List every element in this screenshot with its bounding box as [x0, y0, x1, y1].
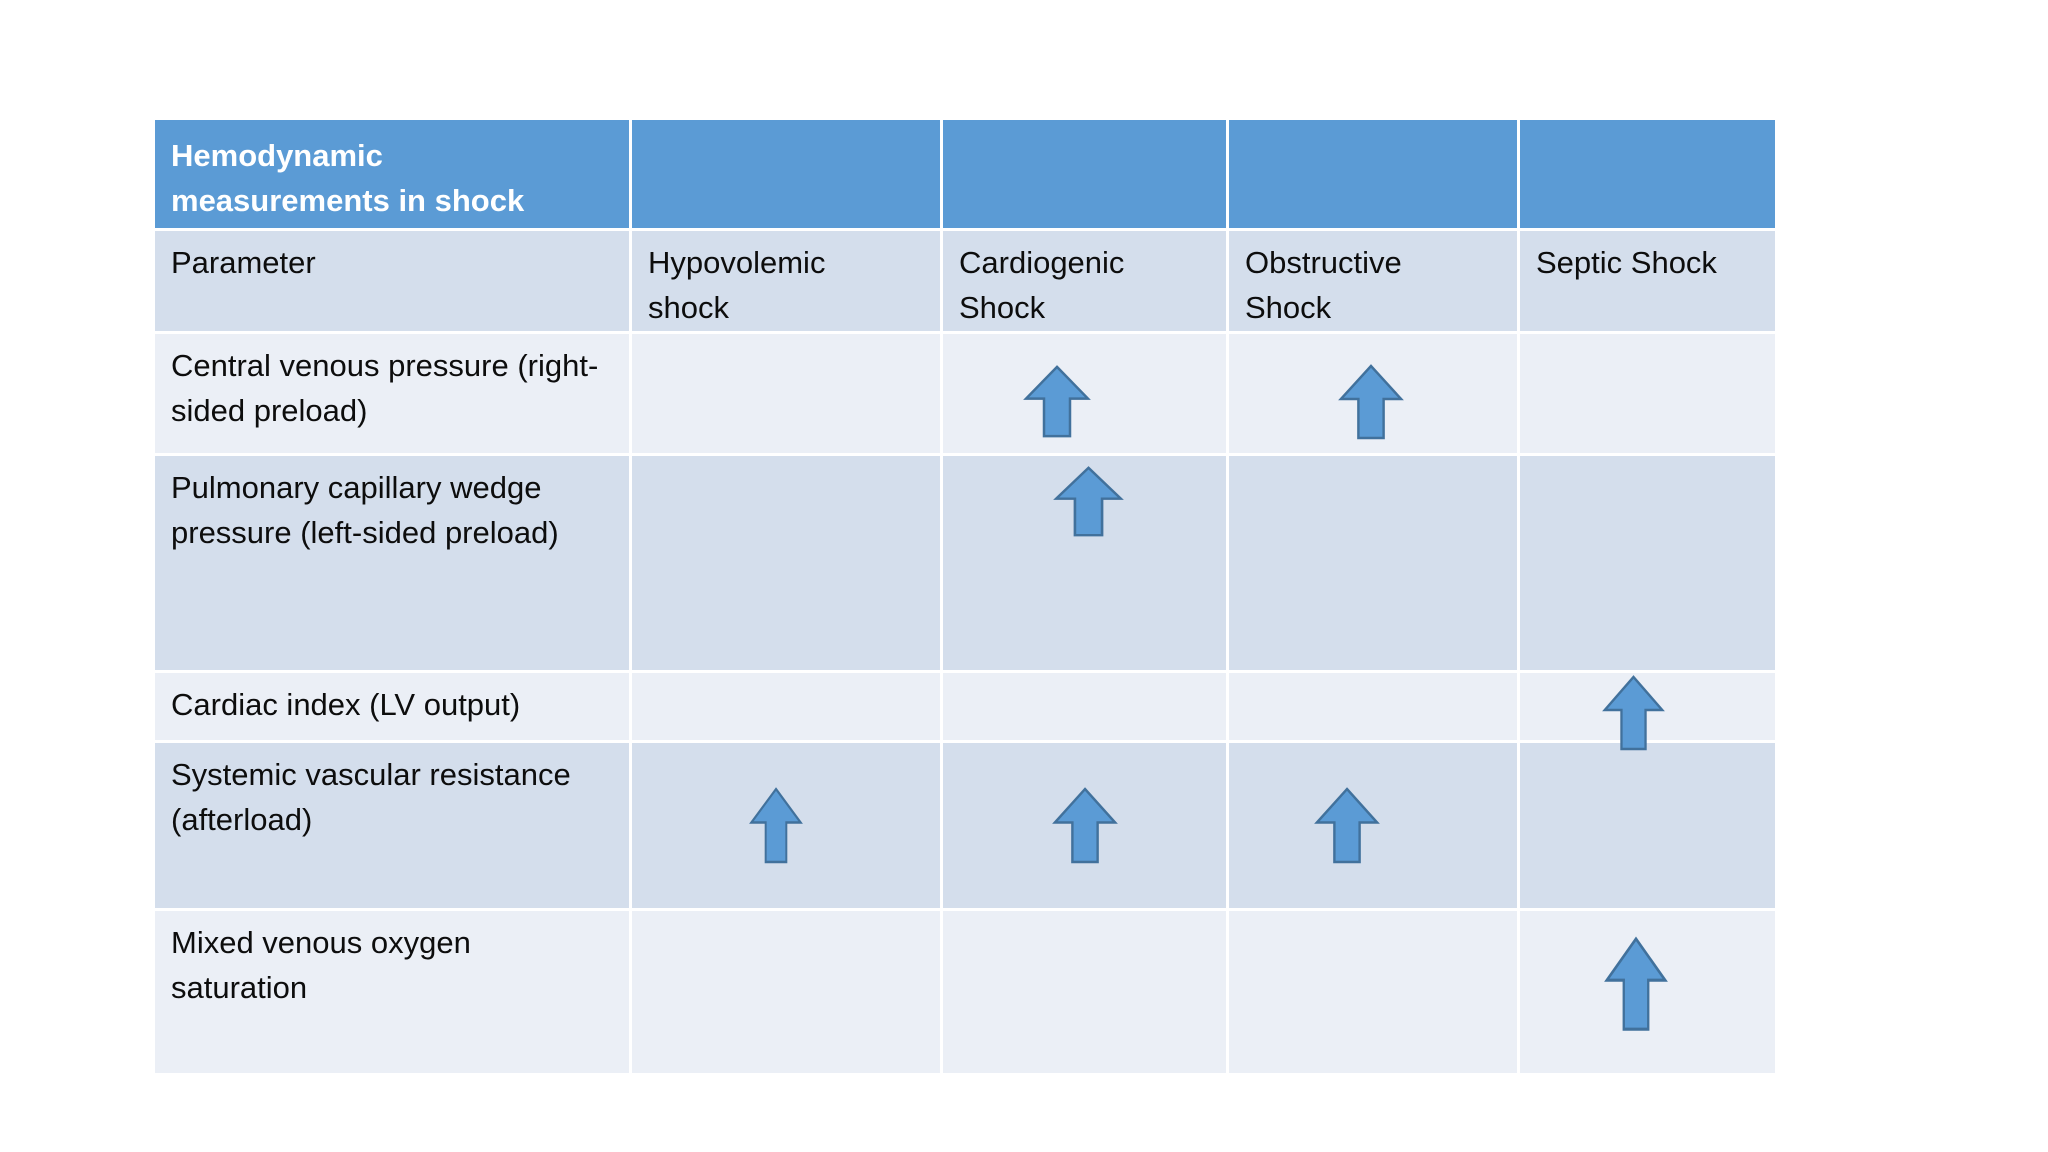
table-title-cell: Hemodynamic measurements in shock	[155, 120, 629, 228]
up-arrow-icon	[1603, 936, 1668, 1031]
cell-svr-cardiogenic	[943, 743, 1226, 908]
cell-mixed-venous-obstructive	[1229, 911, 1517, 1073]
up-arrow-icon	[1338, 363, 1404, 439]
cell-pcwp-obstructive	[1229, 456, 1517, 670]
cell-svr-hypovolemic	[632, 743, 940, 908]
col-header-parameter-label: Parameter	[171, 245, 316, 280]
row-label-pulmonary-capillary-wedge-pressure: Pulmonary capillary wedge pressure (left…	[155, 456, 629, 670]
col-header-septic-shock: Septic Shock	[1520, 231, 1775, 331]
table-title: Hemodynamic measurements in shock	[171, 138, 525, 218]
cell-cvp-obstructive	[1229, 334, 1517, 453]
cell-pcwp-cardiogenic	[943, 456, 1226, 670]
cell-cardiac-index-septic	[1520, 673, 1775, 750]
header-spacer-cell-hypovolemic	[632, 120, 940, 228]
header-spacer-cell-septic	[1520, 120, 1775, 228]
up-arrow-icon	[749, 787, 803, 864]
row-label-text: Mixed venous oxygen saturation	[171, 925, 471, 1005]
up-arrow-icon	[1053, 465, 1124, 536]
cell-mixed-venous-septic	[1520, 911, 1775, 1073]
cell-cvp-cardiogenic	[943, 334, 1226, 453]
up-arrow-icon	[1022, 365, 1091, 438]
col-header-septic-label: Septic Shock	[1536, 245, 1717, 280]
col-header-cardiogenic-shock: Cardiogenic Shock	[943, 231, 1226, 331]
header-spacer-cell-cardiogenic	[943, 120, 1226, 228]
row-label-mixed-venous-oxygen-saturation: Mixed venous oxygen saturation	[155, 911, 629, 1073]
up-arrow-icon	[1314, 787, 1380, 864]
up-arrow-icon	[1051, 787, 1118, 864]
row-label-text: Central venous pressure (right-sided pre…	[171, 348, 599, 428]
cell-cvp-hypovolemic	[632, 334, 940, 453]
cell-mixed-venous-hypovolemic	[632, 911, 940, 1073]
cell-svr-septic	[1520, 743, 1775, 908]
row-label-text: Pulmonary capillary wedge pressure (left…	[171, 470, 559, 550]
up-arrow-icon	[1602, 674, 1665, 750]
cell-cardiac-index-obstructive	[1229, 673, 1517, 740]
row-label-text: Systemic vascular resistance (afterload)	[171, 757, 571, 837]
col-header-obstructive-label: Obstructive Shock	[1245, 245, 1402, 325]
row-label-systemic-vascular-resistance: Systemic vascular resistance (afterload)	[155, 743, 629, 908]
cell-pcwp-hypovolemic	[632, 456, 940, 670]
col-header-hypovolemic-shock: Hypovolemic shock	[632, 231, 940, 331]
cell-cardiac-index-cardiogenic	[943, 673, 1226, 740]
row-label-text: Cardiac index (LV output)	[171, 687, 521, 722]
row-label-cardiac-index: Cardiac index (LV output)	[155, 673, 629, 740]
cell-svr-obstructive	[1229, 743, 1517, 908]
col-header-cardiogenic-label: Cardiogenic Shock	[959, 245, 1125, 325]
row-label-central-venous-pressure: Central venous pressure (right-sided pre…	[155, 334, 629, 453]
col-header-parameter: Parameter	[155, 231, 629, 331]
col-header-hypovolemic-label: Hypovolemic shock	[648, 245, 826, 325]
hemodynamic-measurements-table: Hemodynamic measurements in shock Parame…	[155, 120, 1775, 1073]
cell-mixed-venous-cardiogenic	[943, 911, 1226, 1073]
col-header-obstructive-shock: Obstructive Shock	[1229, 231, 1517, 331]
cell-cardiac-index-hypovolemic	[632, 673, 940, 740]
cell-pcwp-septic	[1520, 456, 1775, 670]
cell-cvp-septic	[1520, 334, 1775, 453]
header-spacer-cell-obstructive	[1229, 120, 1517, 228]
